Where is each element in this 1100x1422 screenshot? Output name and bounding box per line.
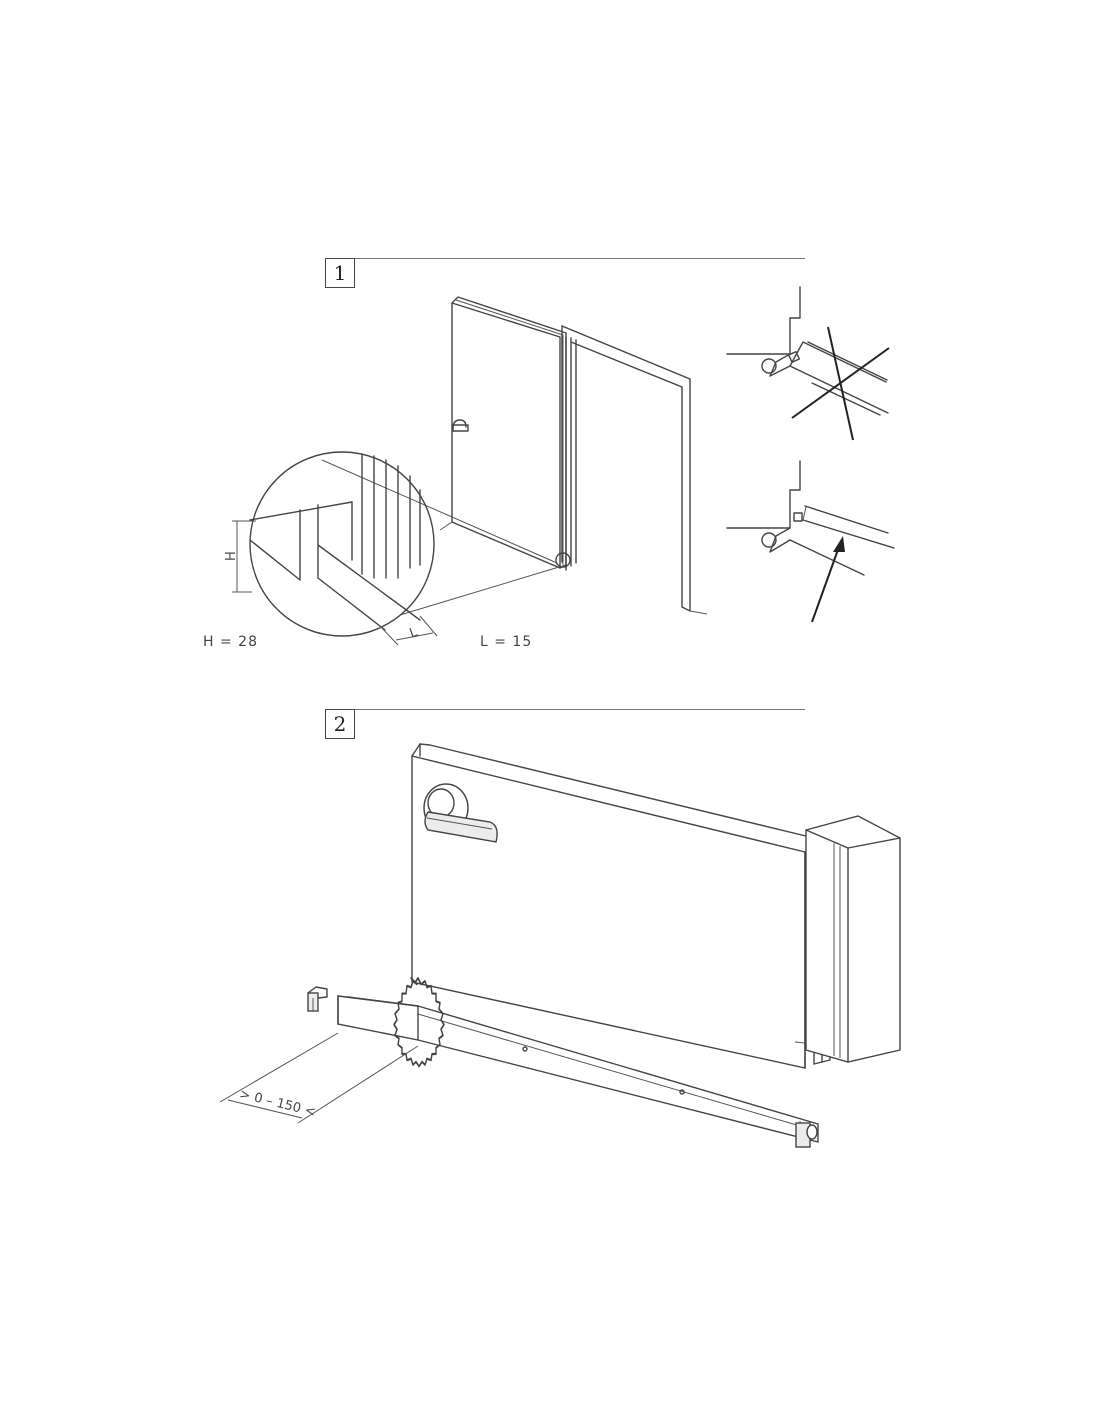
dimension-h-label: H = 28: [203, 634, 258, 650]
step-1-header-rule: [355, 258, 805, 259]
door-handle-icon: [452, 419, 469, 432]
corner-detail-magnifier: H L: [224, 451, 438, 646]
detail-h-letter: H: [224, 551, 239, 561]
circular-saw-blade-icon: [393, 976, 445, 1068]
lever-handle-icon: [423, 783, 498, 843]
cut-length-label: > 0 – 150 <: [238, 1087, 317, 1120]
door-panel-illustration: [411, 743, 815, 1069]
dimension-l-label: L = 15: [480, 634, 533, 650]
end-stopper-part-icon: [307, 986, 328, 1012]
frame-jamb-illustration: [805, 815, 901, 1065]
seal-end-cap-icon: [795, 1122, 818, 1148]
correct-seal-section: [726, 460, 895, 623]
step-2-header-rule: [355, 709, 805, 710]
detail-l-letter: L: [408, 625, 421, 642]
cut-length-dimension: > 0 – 150 <: [219, 1032, 419, 1124]
door-seal-profile-illustration: [337, 995, 819, 1148]
incorrect-seal-section: [726, 286, 890, 441]
step-2-number-box: 2: [325, 709, 355, 739]
step-1-number-box: 1: [325, 258, 355, 288]
door-and-frame-illustration: [321, 296, 708, 616]
